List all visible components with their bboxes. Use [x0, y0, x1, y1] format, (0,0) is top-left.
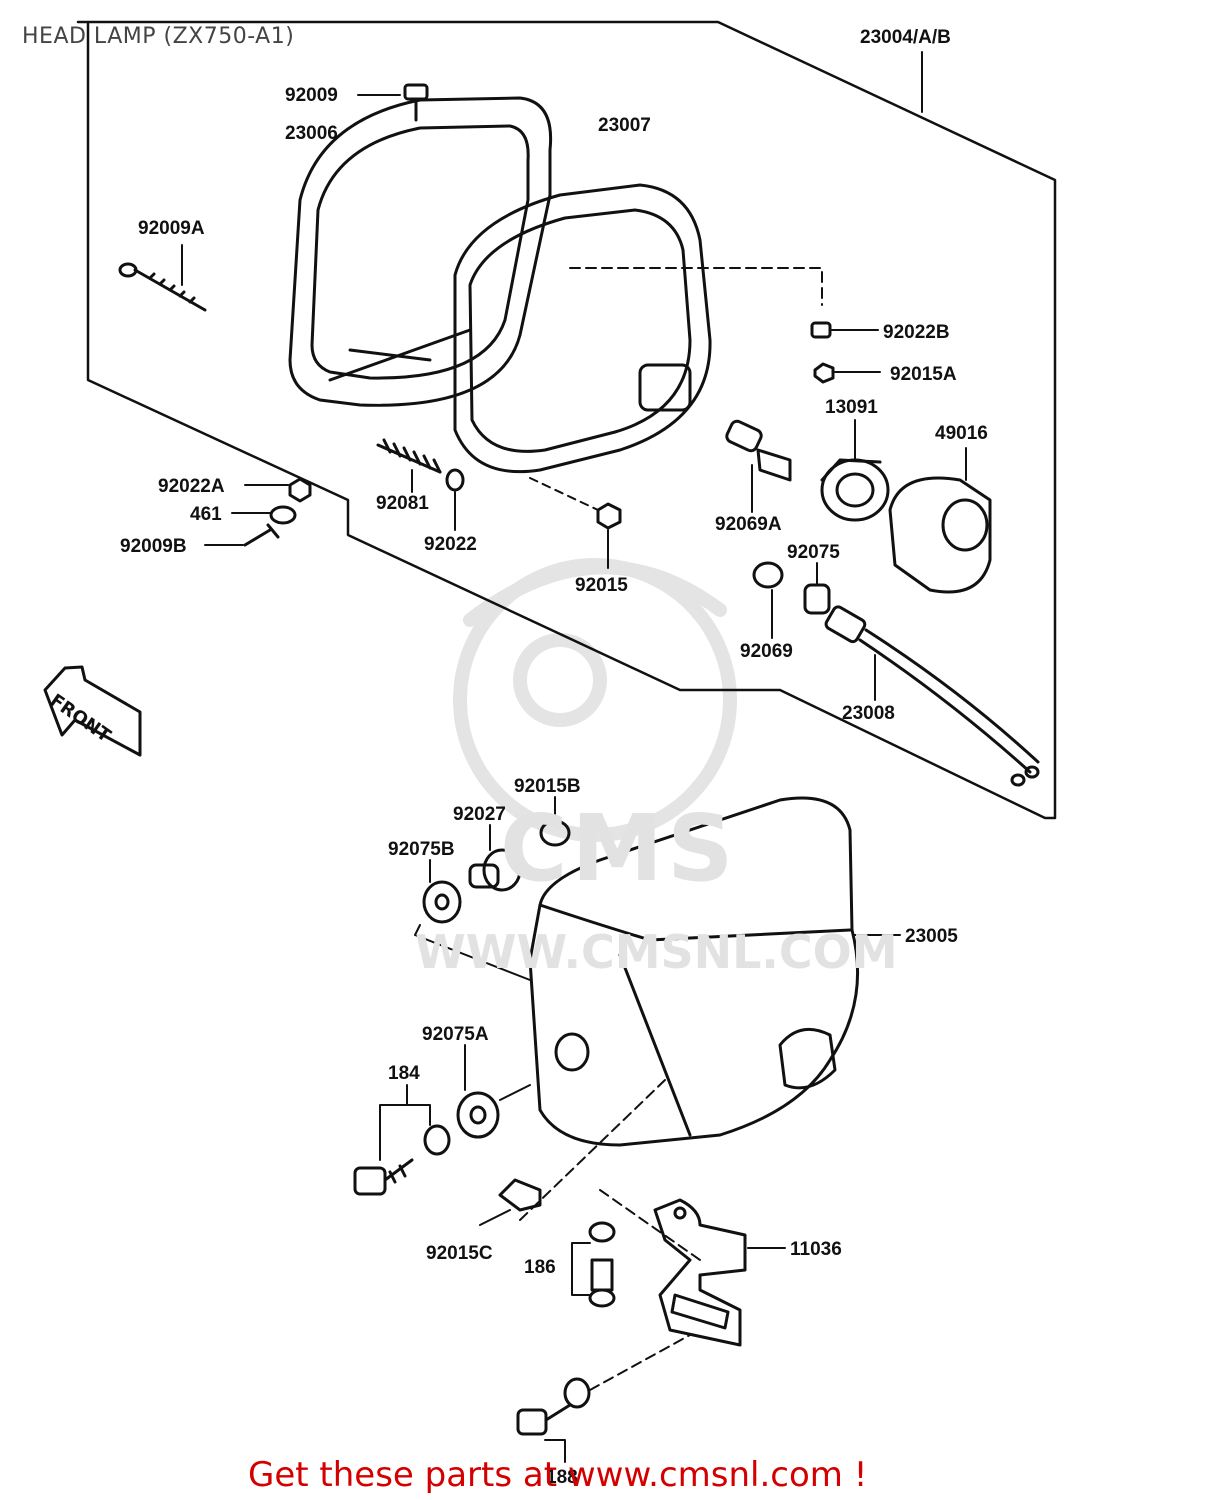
part-label-92009B: 92009B [120, 536, 187, 557]
part-label-92015A: 92015A [890, 364, 957, 385]
part-label-184: 184 [388, 1063, 420, 1084]
nut-92022 [445, 468, 465, 492]
part-label-23008: 23008 [842, 703, 895, 724]
bolt-186 [588, 1221, 616, 1308]
part-label-92069A: 92069A [715, 514, 782, 535]
part-label-92069: 92069 [740, 641, 793, 662]
watermark-mascot [453, 558, 737, 842]
page-title: HEAD LAMP (ZX750-A1) [22, 24, 295, 49]
bolt-188 [516, 1377, 591, 1436]
part-label-186: 186 [524, 1257, 556, 1278]
bushing-92027 [468, 848, 522, 892]
bracket-11036 [653, 1198, 747, 1347]
bulb-92069A [725, 419, 792, 482]
part-label-23006: 23006 [285, 123, 338, 144]
harness-23008 [824, 605, 1040, 787]
part-label-49016: 49016 [935, 423, 988, 444]
screw-92009B [243, 523, 280, 547]
part-label-92015: 92015 [575, 575, 628, 596]
nut-92015A [813, 362, 835, 384]
watermark-url: WWW.CMSNL.COM [415, 925, 898, 979]
watermark-brand: CMS [500, 795, 738, 902]
washer-461 [269, 505, 297, 525]
part-label-461: 461 [190, 504, 222, 525]
bulb-92069 [752, 561, 784, 589]
part-label-92022B: 92022B [883, 322, 950, 343]
screw-92009A [118, 262, 207, 312]
part-label-92075: 92075 [787, 542, 840, 563]
part-label-188: 188 [546, 1467, 578, 1488]
housing-23005 [528, 796, 860, 1147]
spring-92075 [803, 583, 831, 615]
part-label-92015C: 92015C [426, 1243, 493, 1264]
part-label-92075B: 92075B [388, 839, 455, 860]
part-label-92081: 92081 [376, 493, 429, 514]
bolt-92009 [403, 83, 429, 122]
socket-13091 [820, 458, 890, 522]
part-label-23007: 23007 [598, 115, 651, 136]
part-label-13091: 13091 [825, 397, 878, 418]
front-arrow [43, 665, 142, 757]
spring-92081 [376, 438, 442, 474]
part-label-92027: 92027 [453, 804, 506, 825]
collar-92015B [539, 819, 571, 847]
part-label-23004: 23004/A/B [860, 27, 951, 48]
grommet-92075B [422, 880, 462, 924]
bolt-184 [353, 1124, 451, 1196]
footer-link-text[interactable]: Get these parts at www.cmsnl.com ! [248, 1455, 868, 1495]
lens-unit-23007 [453, 183, 712, 474]
part-label-92009A: 92009A [138, 218, 205, 239]
rim-23006 [288, 96, 553, 407]
part-label-92075A: 92075A [422, 1024, 489, 1045]
nut-92015 [596, 502, 622, 530]
part-label-11036: 11036 [790, 1239, 842, 1260]
nut-92022A [288, 477, 312, 503]
clip-nut-92015C [498, 1178, 542, 1212]
part-label-92015B: 92015B [514, 776, 581, 797]
part-label-92022: 92022 [424, 534, 477, 555]
cap-49016 [888, 476, 992, 594]
nut-92022B [810, 321, 832, 339]
part-label-23005: 23005 [905, 926, 958, 947]
part-label-92022A: 92022A [158, 476, 225, 497]
grommet-92075A [456, 1091, 500, 1139]
part-label-92009: 92009 [285, 85, 338, 106]
assembly-outline [76, 20, 1057, 820]
